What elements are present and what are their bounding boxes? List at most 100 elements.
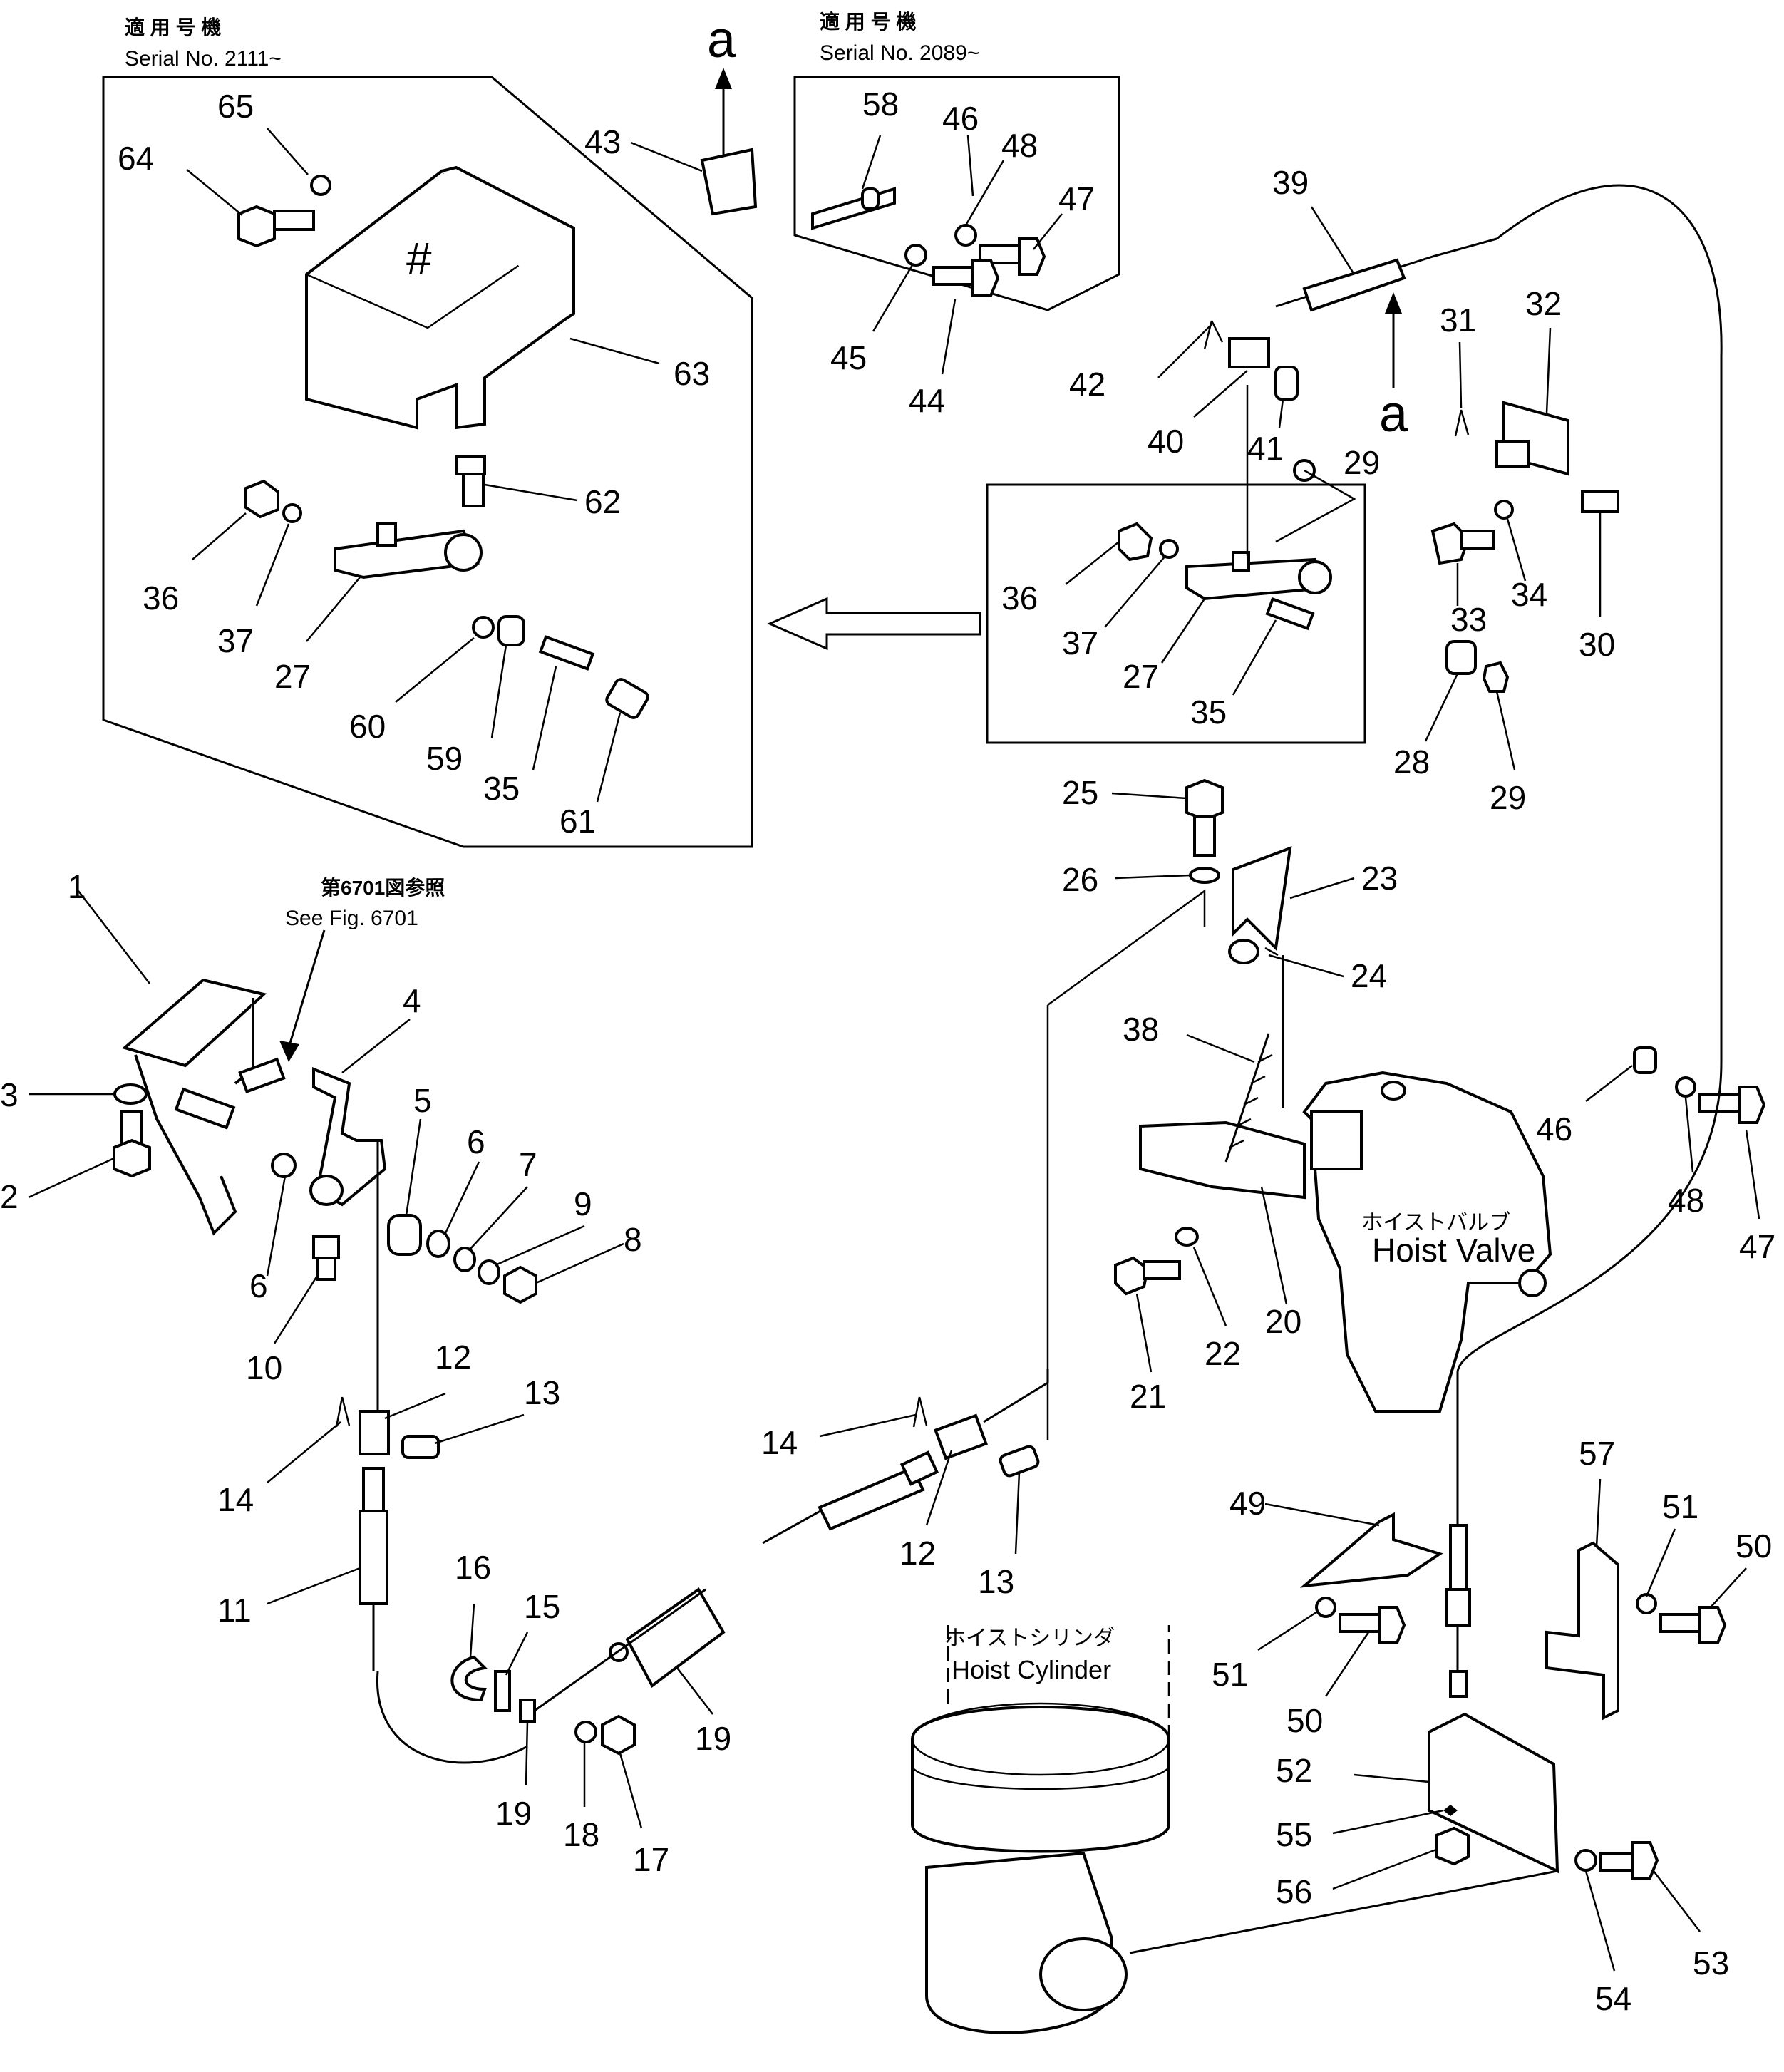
callout-29-top: 29: [1344, 444, 1380, 481]
callout-6-right: 6: [467, 1123, 485, 1160]
pin-13-center: [999, 1445, 1040, 1478]
callout-3: 3: [0, 1076, 19, 1113]
bolt-25: [1185, 778, 1224, 857]
plate-58: [811, 187, 896, 230]
callout-50-left: 50: [1287, 1702, 1323, 1739]
callout-54: 54: [1595, 1980, 1631, 2017]
hoist-cylinder: ホイストシリンダ Hoist Cylinder: [911, 1625, 1170, 2034]
callout-49: 49: [1229, 1485, 1266, 1522]
nut-29-bottom: [1482, 661, 1510, 693]
lever-4: [309, 1067, 387, 1207]
callout-7: 7: [519, 1146, 537, 1183]
washer-26: [1189, 867, 1220, 884]
pin-24: [1264, 947, 1279, 957]
reference-en: See Fig. 6701: [285, 907, 418, 930]
nut-36-inset: [244, 479, 279, 519]
cable-line-left: [376, 1671, 528, 1764]
callout-62: 62: [584, 483, 621, 520]
callout-31: 31: [1440, 301, 1476, 339]
callout-59: 59: [426, 740, 463, 777]
washer-48-top: [954, 224, 977, 247]
pin-13-left: [401, 1435, 440, 1459]
nut-8: [503, 1265, 537, 1304]
callout-39: 39: [1272, 164, 1309, 201]
callout-21: 21: [1130, 1378, 1166, 1415]
callout-12-center: 12: [899, 1535, 936, 1572]
callout-63: 63: [674, 355, 710, 392]
washer-51-left: [1315, 1597, 1336, 1618]
callout-55: 55: [1276, 1816, 1312, 1853]
washer-60: [472, 616, 495, 639]
callout-57: 57: [1579, 1435, 1615, 1472]
callout-8: 8: [624, 1221, 642, 1258]
plate-15: [494, 1670, 511, 1712]
clevis-40: [1228, 337, 1270, 368]
callout-40: 40: [1148, 423, 1184, 460]
callout-41: 41: [1247, 430, 1284, 467]
washer-51-right: [1636, 1593, 1657, 1614]
view-arrowhead-right: [1385, 292, 1402, 314]
hoist-valve-jp: ホイストバルブ: [1361, 1211, 1510, 1235]
nut-36-mid: [1118, 522, 1153, 562]
callout-11: 11: [217, 1592, 252, 1629]
callout-17: 17: [633, 1841, 669, 1878]
view-letter-a-top: a: [707, 11, 736, 68]
cable-right: [1445, 1372, 1471, 1698]
callout-61: 61: [560, 803, 596, 840]
washer-22: [1175, 1227, 1199, 1247]
callout-50-right: 50: [1736, 1527, 1772, 1565]
callout-37-mid: 37: [1062, 624, 1098, 661]
hollow-arrow: [767, 597, 981, 651]
pin-41: [1274, 366, 1299, 401]
pin-14-center: [912, 1396, 928, 1428]
clip-46-top: [861, 187, 880, 210]
washer-9: [478, 1259, 500, 1285]
callout-60: 60: [349, 708, 386, 745]
cover-mark: #: [406, 233, 432, 284]
callout-30: 30: [1579, 626, 1615, 663]
callout-27-mid: 27: [1123, 658, 1159, 695]
inset-left-jp: 適 用 号 機: [125, 16, 221, 38]
bolt-35-mid: [1265, 597, 1315, 631]
inset-middle-frame: [986, 483, 1366, 744]
view-arrowhead-top: [715, 68, 732, 89]
bracket-32: [1495, 401, 1569, 476]
reference-jp: 第6701図参照: [321, 876, 445, 899]
callout-6-left: 6: [249, 1267, 268, 1304]
bolt-50-left: [1339, 1606, 1406, 1644]
bracket-23: [1232, 845, 1292, 952]
cable-route-center: [983, 1369, 1049, 1423]
bolt-44: [932, 259, 1000, 297]
callout-19-left: 19: [495, 1795, 532, 1832]
bracket-1: [121, 978, 267, 1236]
inset-right-jp: 適 用 号 機: [820, 10, 916, 33]
washer-55: [1443, 1805, 1458, 1816]
lever-27-mid: [1185, 551, 1332, 601]
bracket-20: [1139, 1120, 1306, 1200]
view-letter-a-right: a: [1379, 386, 1408, 443]
callout-56: 56: [1276, 1873, 1312, 1910]
washer-18: [574, 1721, 597, 1743]
bolt-50-right: [1659, 1606, 1727, 1644]
shaft-left: [174, 1087, 236, 1130]
inset-left-serial: Serial No. 2111~: [125, 47, 282, 71]
callout-12-left: 12: [435, 1339, 471, 1376]
callout-numbers: 65 64 63 62 36 37 27 60 59 35 61 43 58 4…: [0, 86, 1775, 2017]
washer-65: [310, 175, 331, 196]
cable-line-right: [1496, 184, 1723, 1062]
clip-19-left: [519, 1699, 536, 1723]
clamp-16: [450, 1655, 488, 1702]
callout-42: 42: [1069, 366, 1105, 403]
callout-45: 45: [830, 339, 867, 376]
bolt-33: [1430, 522, 1495, 565]
callout-47-top: 47: [1058, 180, 1095, 217]
cable-mid: [534, 1588, 706, 1712]
washer-45: [904, 244, 927, 267]
bolt-53: [1599, 1841, 1659, 1880]
callout-37-inset: 37: [217, 622, 254, 659]
bracket-49: [1299, 1512, 1443, 1588]
hoist-valve: ホイストバルブ Hoist Valve: [1302, 1071, 1552, 1413]
cover-63: #: [305, 165, 575, 430]
cable-end-39: [1275, 237, 1497, 312]
